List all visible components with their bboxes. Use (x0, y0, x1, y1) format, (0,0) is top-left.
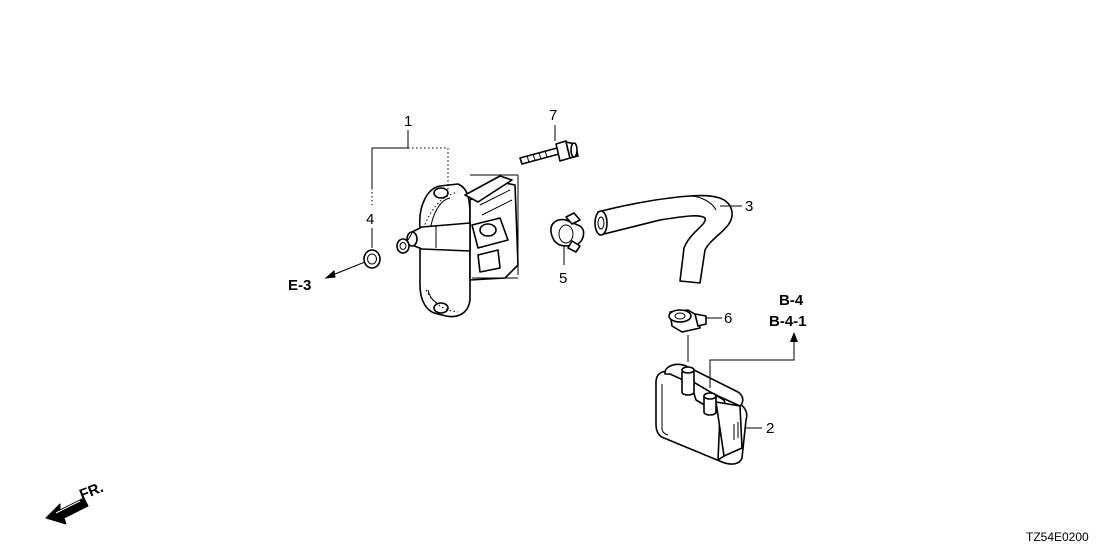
callout-1: 1 (404, 113, 412, 130)
reference-e3[interactable]: E-3 (288, 277, 311, 294)
reference-b4[interactable]: B-4 (779, 292, 804, 309)
hose-clamp[interactable] (550, 212, 585, 253)
coolant-canister[interactable] (655, 363, 748, 465)
callout-2: 2 (766, 420, 774, 437)
water-pump-assembly[interactable] (396, 175, 519, 318)
callout-6: 6 (724, 310, 732, 327)
flange-bolt[interactable] (519, 140, 579, 165)
callout-1-bracket (371, 130, 519, 279)
reference-b4-1[interactable]: B-4-1 (769, 313, 807, 330)
b4-arrow (709, 332, 798, 388)
callout-5: 5 (559, 270, 567, 287)
water-hose[interactable] (594, 194, 733, 284)
diagram-code: TZ54E0200 (1026, 530, 1089, 544)
callout-7: 7 (549, 107, 557, 124)
o-ring[interactable] (363, 249, 381, 269)
callout-4: 4 (366, 211, 374, 228)
e3-arrow (324, 261, 366, 279)
callout-3: 3 (745, 198, 753, 215)
front-direction-arrow: FR. (45, 479, 106, 525)
front-label: FR. (77, 479, 106, 504)
hose-clamp-2[interactable] (668, 309, 707, 333)
